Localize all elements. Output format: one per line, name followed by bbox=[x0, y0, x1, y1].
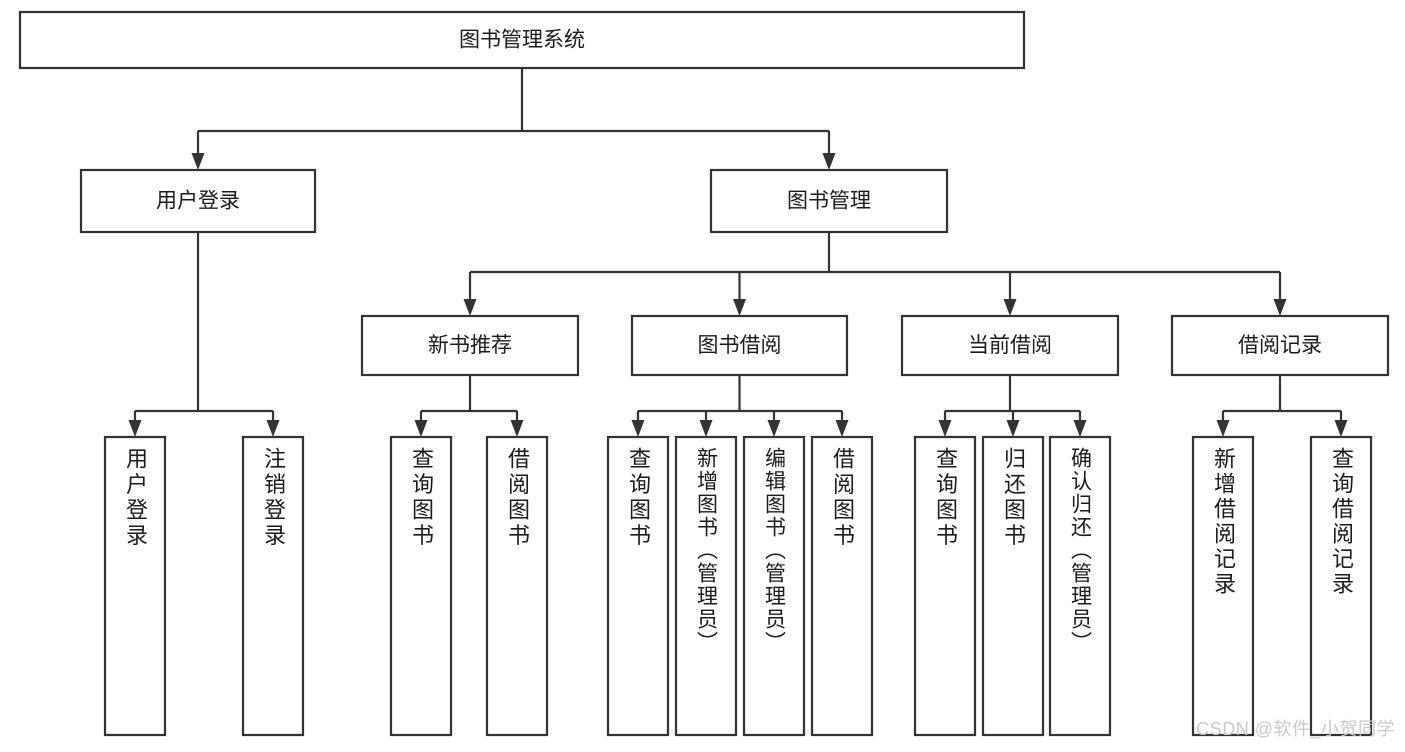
node-book-borrow-label: 图书借阅 bbox=[698, 334, 782, 357]
book-manage-to-new-book-recommend-arrowhead bbox=[463, 299, 477, 316]
node-leaf-query-record[interactable] bbox=[1309, 435, 1373, 737]
node-root-label: 图书管理系统 bbox=[459, 29, 585, 52]
borrow-record-to-leaf-add-record-arrowhead bbox=[1216, 420, 1230, 437]
node-leaf-return-book[interactable] bbox=[981, 435, 1045, 737]
book-manage-to-book-borrow-arrowhead bbox=[733, 299, 746, 316]
current-borrow-to-leaf-query-book-3-arrowhead bbox=[938, 420, 952, 437]
book-borrow-to-leaf-add-book-arrowhead bbox=[699, 420, 713, 437]
node-leaf-add-book[interactable] bbox=[674, 435, 738, 737]
node-leaf-borrow-book-2[interactable] bbox=[810, 435, 874, 737]
node-current-borrow[interactable] bbox=[900, 314, 1120, 377]
book-borrow-to-leaf-borrow-book-2-arrowhead bbox=[835, 420, 849, 437]
node-book-manage-label: 图书管理 bbox=[787, 190, 871, 213]
node-book-borrow[interactable] bbox=[630, 314, 849, 377]
node-user-login[interactable] bbox=[79, 168, 317, 234]
root-to-user-login-arrowhead bbox=[191, 153, 205, 170]
node-leaf-borrow-book-1[interactable] bbox=[485, 435, 549, 737]
node-leaf-query-book-1[interactable] bbox=[389, 435, 453, 737]
borrow-record-to-leaf-query-record-arrowhead bbox=[1334, 420, 1348, 437]
new-book-recommend-to-leaf-query-book-1-arrowhead bbox=[414, 420, 428, 437]
node-current-borrow-label: 当前借阅 bbox=[968, 334, 1052, 357]
node-leaf-confirm-return[interactable] bbox=[1048, 435, 1112, 737]
boxes-layer bbox=[18, 10, 1390, 737]
node-leaf-query-book-2[interactable] bbox=[606, 435, 670, 737]
node-leaf-query-book-3[interactable] bbox=[913, 435, 977, 737]
book-manage-to-current-borrow-arrowhead bbox=[1003, 299, 1017, 316]
node-new-book-recommend[interactable] bbox=[360, 314, 580, 377]
current-borrow-to-leaf-return-book-arrowhead bbox=[1006, 420, 1020, 437]
node-new-book-recommend-label: 新书推荐 bbox=[428, 334, 512, 357]
node-borrow-record[interactable] bbox=[1170, 314, 1390, 377]
node-borrow-record-label: 借阅记录 bbox=[1238, 334, 1322, 357]
node-book-manage[interactable] bbox=[709, 168, 949, 234]
node-leaf-edit-book[interactable] bbox=[742, 435, 806, 737]
new-book-recommend-to-leaf-borrow-book-1-arrowhead bbox=[510, 420, 524, 437]
user-login-to-leaf-user-login-arrowhead bbox=[128, 420, 142, 437]
book-borrow-to-leaf-query-book-2-arrowhead bbox=[631, 420, 645, 437]
node-leaf-add-record[interactable] bbox=[1191, 435, 1255, 737]
node-leaf-user-logout[interactable] bbox=[241, 435, 305, 737]
root-to-book-manage-arrowhead bbox=[822, 153, 836, 170]
book-manage-to-borrow-record-arrowhead bbox=[1273, 299, 1287, 316]
user-login-to-leaf-user-logout-arrowhead bbox=[266, 420, 280, 437]
node-root[interactable] bbox=[18, 10, 1026, 70]
node-leaf-user-login[interactable] bbox=[103, 435, 167, 737]
csdn-watermark: CSDN @软件_小贺同学 bbox=[1196, 719, 1395, 739]
current-borrow-to-leaf-confirm-return-arrowhead bbox=[1073, 420, 1087, 437]
book-borrow-to-leaf-edit-book-arrowhead bbox=[767, 420, 781, 437]
connectors-layer bbox=[128, 68, 1348, 437]
node-user-login-label: 用户登录 bbox=[156, 190, 240, 213]
